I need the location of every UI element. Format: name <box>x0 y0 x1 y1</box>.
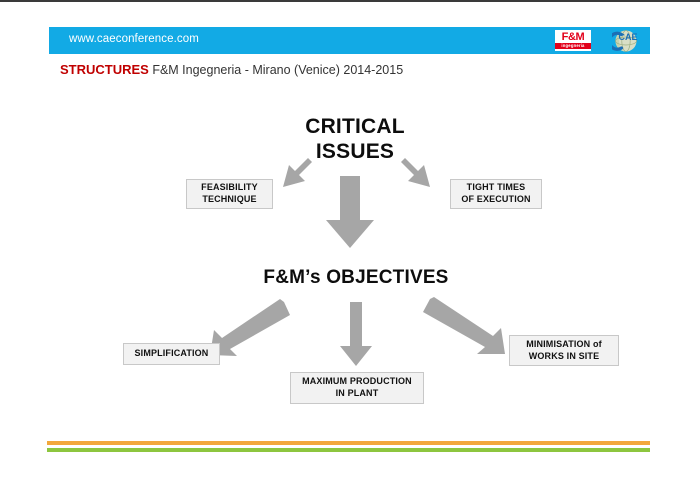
maximum-production-line1: MAXIMUM PRODUCTION <box>302 376 412 387</box>
node-minimisation-of-works-in-site[interactable]: MINIMISATION of WORKS IN SITE <box>509 335 619 366</box>
simplification-label: SIMPLIFICATION <box>134 348 209 359</box>
minimisation-line2: WORKS IN SITE <box>528 350 600 361</box>
slide-subtitle: STRUCTURES F&M Ingegneria - Mirano (Veni… <box>60 62 403 77</box>
subtitle-keyword: STRUCTURES <box>60 62 149 77</box>
feasibility-line1: FEASIBILITY <box>201 182 258 193</box>
feasibility-line2: TECHNIQUE <box>202 194 257 204</box>
node-simplification[interactable]: SIMPLIFICATION <box>123 343 220 365</box>
tight-times-line2: OF EXECUTION <box>461 194 531 204</box>
critical-issues-line2: ISSUES <box>315 139 395 163</box>
green-rule <box>47 448 650 452</box>
node-maximum-production-in-plant[interactable]: MAXIMUM PRODUCTION IN PLANT <box>290 372 424 404</box>
node-tight-times-of-execution[interactable]: TIGHT TIMES OF EXECUTION <box>450 179 542 209</box>
fm-logo-subtitle: ingegneria <box>555 43 591 49</box>
fm-logo-mark: F&M <box>561 31 585 44</box>
critical-issues-line1: CRITICAL <box>305 115 405 138</box>
cae-conference-logo: CAE <box>612 30 638 52</box>
arrow-objectives-right-icon <box>423 297 505 354</box>
arrow-down-left-icon <box>283 158 312 187</box>
header-bar: www.caeconference.com F&M ingegneria CAE <box>49 27 650 54</box>
node-feasibility-technique[interactable]: FEASIBILITY TECHNIQUE <box>186 179 273 209</box>
arrow-objectives-left-icon <box>210 299 290 356</box>
cae-logo-text: CAE <box>618 32 637 42</box>
maximum-production-line2: IN PLANT <box>335 388 379 398</box>
minimisation-line1: MINIMISATION of <box>526 338 602 349</box>
conference-url[interactable]: www.caeconference.com <box>69 33 199 45</box>
objectives-label: F&M’s OBJECTIVES <box>263 267 449 288</box>
arrow-down-large-icon <box>326 176 374 248</box>
arrow-objectives-down-icon <box>340 302 372 366</box>
node-critical-issues: CRITICAL ISSUES <box>270 115 440 165</box>
arrow-down-right-icon <box>401 158 430 187</box>
tight-times-line1: TIGHT TIMES <box>466 182 526 193</box>
orange-rule <box>47 441 650 445</box>
subtitle-rest: F&M Ingegneria - Mirano (Venice) 2014-20… <box>148 63 404 77</box>
node-fm-objectives: F&M’s OBJECTIVES <box>236 267 476 289</box>
fm-ingegneria-logo: F&M ingegneria <box>555 30 591 51</box>
